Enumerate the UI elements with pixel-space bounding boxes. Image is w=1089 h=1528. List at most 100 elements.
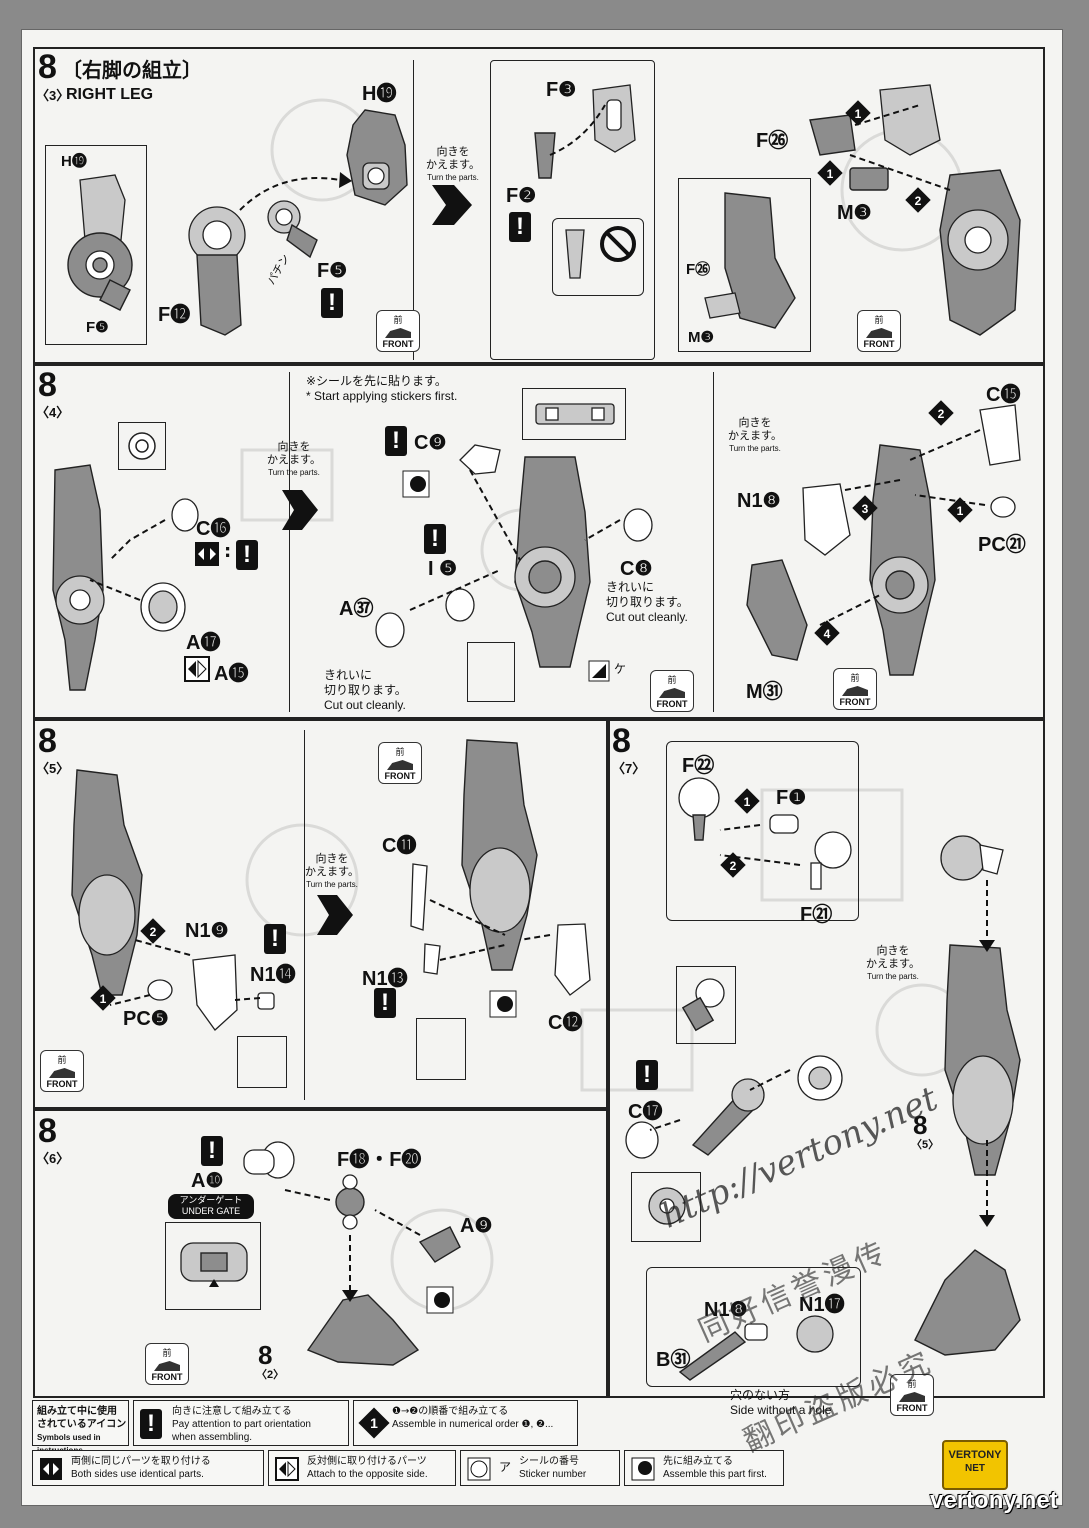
part-f1-drawing <box>769 814 799 834</box>
part-leg-s4b-drawing <box>514 456 591 668</box>
svg-text:3: 3 <box>862 502 869 516</box>
label-c17: C⓱ <box>628 1101 663 1123</box>
turn-en: Turn the parts. <box>867 972 919 981</box>
step-title-en: RIGHT LEG <box>66 86 154 103</box>
both-sides-icon <box>40 1458 62 1480</box>
legend-order-en: Assemble in numerical order ❶, ❷... <box>392 1419 554 1430</box>
legend-sticker-jp: シールの番号 <box>519 1456 579 1467</box>
svg-text:1: 1 <box>100 992 107 1006</box>
part-n14-drawing <box>257 992 275 1010</box>
sticker-first-icon <box>489 990 517 1018</box>
part-leg-s5a-drawing <box>71 769 143 996</box>
part-n18-drawing <box>802 483 851 556</box>
assembly-arrows-s3b <box>549 104 606 156</box>
svg-text:1: 1 <box>370 1415 378 1431</box>
part-f2-wrong-drawing <box>565 229 585 279</box>
under-gate-jp: アンダーゲート <box>179 1196 243 1206</box>
label-a37: A㊲ <box>339 598 374 620</box>
part-under-gate-drawing <box>180 1242 248 1287</box>
cut2-jp-2: 切り取ります。 <box>324 683 407 697</box>
orientation-warning-icon: ! <box>424 524 446 554</box>
divider <box>713 372 714 712</box>
assembly-arrows-s5a <box>109 939 261 1006</box>
sticker-note-jp: ※シールを先に貼ります。 <box>306 374 447 388</box>
cut-cleanly-note: きれいに 切り取ります。 Cut out cleanly. <box>606 580 689 625</box>
turn-jp-1: 向きを <box>315 852 349 865</box>
sticker-first-note: ※シールを先に貼ります。 * Start applying stickers f… <box>306 374 457 404</box>
part-top-detail-drawing <box>535 403 615 425</box>
inset-under-gate-box <box>165 1222 261 1310</box>
label-f21: F㉑ <box>800 904 833 926</box>
label-h19-inset: H⓳ <box>61 153 87 170</box>
inset-cut-box <box>467 642 515 702</box>
cut-jp-1: きれいに <box>606 580 655 594</box>
svg-text:2: 2 <box>915 194 922 208</box>
order-icon-1: 1 <box>947 497 973 523</box>
legend-first-jp: 先に組み立てる <box>663 1456 733 1467</box>
part-f18-drawing <box>335 1174 365 1230</box>
part-a9-drawing <box>418 1226 461 1263</box>
part-arm-joint-drawing <box>691 1078 765 1156</box>
inset-top-box <box>522 388 626 440</box>
part-a17-drawing <box>140 582 186 632</box>
inset-b31-box <box>646 1267 861 1387</box>
big-arrow-icon <box>432 185 472 225</box>
part-a10-drawing <box>243 1141 295 1179</box>
order-icon-2: 2 <box>905 187 931 213</box>
sticker-circle-icon <box>128 432 156 460</box>
big-arrow-icon <box>282 490 318 530</box>
step-number: 8 <box>612 722 631 760</box>
inset-f3-box <box>490 60 655 360</box>
step-sub-number: 〈4〉 <box>36 405 70 420</box>
label-i5: I ❺ <box>428 558 458 580</box>
part-c12-drawing <box>554 923 591 996</box>
part-f5-drawing <box>267 200 318 259</box>
legend-orient-en-1: Pay attention to part orientation <box>172 1419 311 1430</box>
sticker-number-icon <box>467 1457 491 1481</box>
legend-opposite-cell: 反対側に取り付けるパーツ Attach to the opposite side… <box>268 1450 456 1486</box>
svg-text:1: 1 <box>827 167 834 181</box>
part-f3-drawing <box>592 84 636 153</box>
part-c9-drawing <box>459 444 501 475</box>
label-n18b: N1❽ <box>704 1299 748 1321</box>
part-n13-drawing <box>423 943 441 975</box>
assembly-arrows-s4b <box>409 469 621 611</box>
label-c12: C⓬ <box>548 1012 583 1034</box>
legend-both-en: Both sides use identical parts. <box>71 1469 204 1480</box>
label-f5: F❺ <box>317 260 348 282</box>
legend-order-cell: 1 ❶→❷の順番で組み立てる Assemble in numerical ord… <box>353 1400 578 1446</box>
label-c16: C⓰ <box>196 518 231 540</box>
turn-jp-1: 向きを <box>738 416 772 429</box>
turn-jp-2: かえます。 <box>728 429 782 442</box>
colon: : <box>224 541 232 562</box>
step-title-jp: 〔右脚の組立〕 <box>62 58 202 82</box>
prohibited-icon <box>600 226 636 262</box>
part-base-s7-drawing <box>914 1249 1021 1356</box>
label-c9: C❾ <box>414 432 447 454</box>
divider <box>289 372 290 712</box>
under-gate-badge: アンダーゲート UNDER GATE <box>168 1194 254 1219</box>
part-leg-s4c-drawing <box>869 444 936 676</box>
label-m3-inset: M❸ <box>688 329 714 346</box>
label-f12: F⓬ <box>158 304 191 326</box>
inset-c17-box <box>631 1172 701 1242</box>
orientation-warning-icon: ! <box>140 1409 162 1439</box>
big-arrow-icon <box>317 895 353 935</box>
part-f2-drawing <box>534 132 556 179</box>
side-without-hole-note: 穴のない方 Side without a hole <box>730 1388 831 1418</box>
inset-n14-box <box>237 1036 287 1088</box>
label-n14: N1⓮ <box>250 964 296 986</box>
part-base-drawing <box>306 1294 420 1366</box>
orientation-warning-icon: ! <box>264 924 286 954</box>
svg-text:4: 4 <box>824 627 831 641</box>
assembly-arrows-s5b <box>429 899 551 961</box>
legend-orientation-cell: ! 向きに注意して組み立てる Pay attention to part ori… <box>133 1400 349 1446</box>
part-m31-drawing <box>746 559 808 661</box>
assembly-arrows-s6 <box>284 1189 421 1302</box>
part-c16-drawing <box>171 498 199 532</box>
